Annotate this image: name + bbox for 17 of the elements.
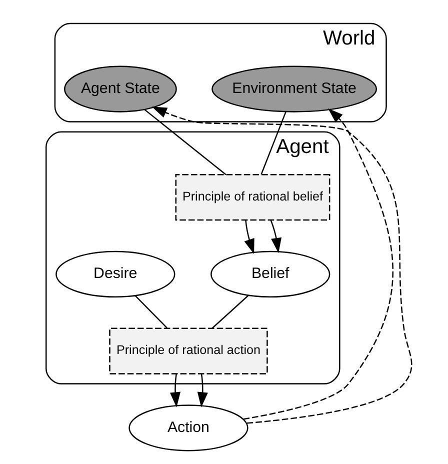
node-ellipse: Desire [56, 250, 176, 298]
node-ellipse: Environment State [212, 66, 378, 112]
connector [212, 294, 249, 329]
arrow [197, 374, 208, 408]
connector [144, 109, 226, 176]
arrow [270, 220, 282, 254]
connector [134, 295, 168, 328]
arrow [170, 374, 181, 408]
node-ellipse: Agent State [64, 66, 177, 112]
arrow [152, 106, 412, 424]
node-ellipse: Action [128, 404, 248, 452]
arrow [244, 220, 254, 254]
arrow [243, 108, 394, 420]
node-box: Principle of rational belief [175, 174, 330, 221]
node-box: Principle of rational action [109, 328, 268, 374]
node-ellipse: Belief [210, 250, 330, 298]
connector [260, 111, 286, 175]
